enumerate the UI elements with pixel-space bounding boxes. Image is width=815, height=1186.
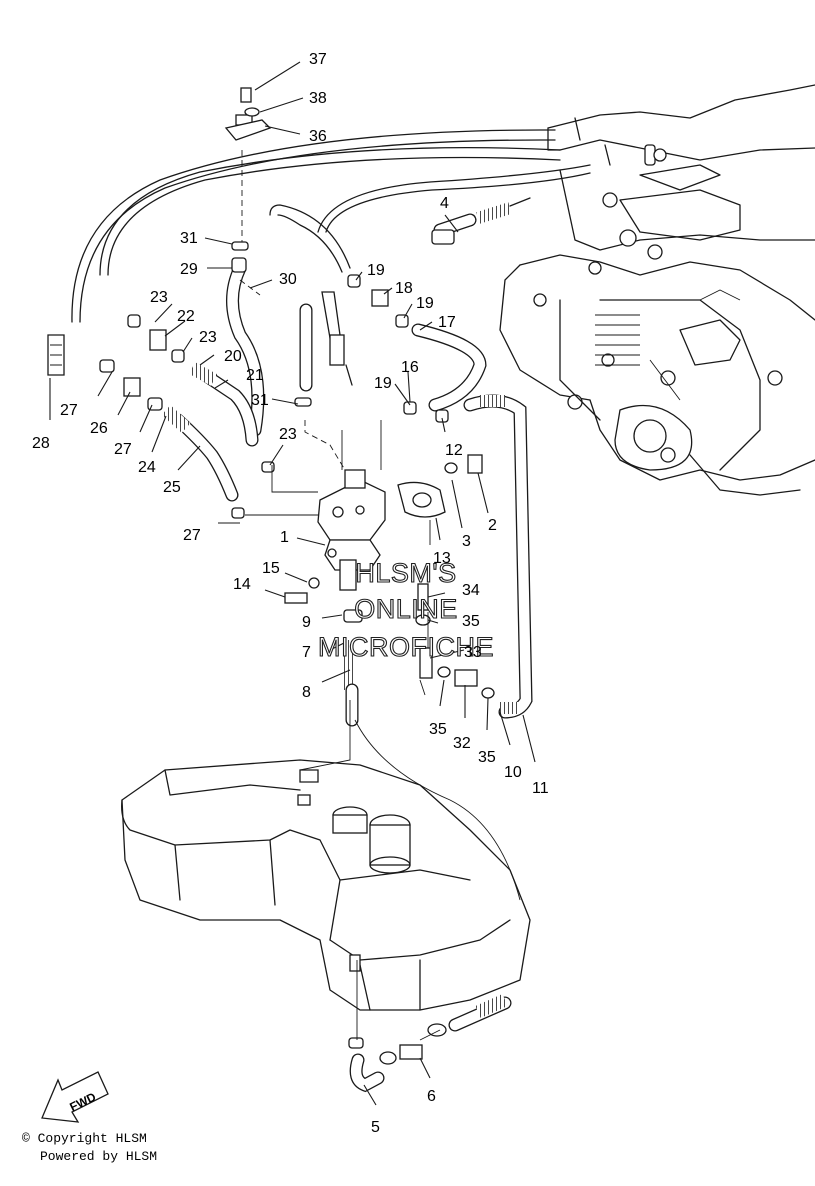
- callout-35b: 35: [429, 721, 447, 738]
- callout-labels: 37 38 36 4 31 29 30 19 18 19 17 23 22 23…: [32, 51, 549, 1136]
- hose-17-16: [411, 323, 487, 412]
- hose-29-30: [226, 257, 313, 437]
- fuel-tank: [121, 759, 531, 1093]
- watermark-line-3: MICROFICHE: [318, 632, 494, 662]
- callout-23c: 23: [279, 426, 297, 443]
- powered-by-text: Powered by HLSM: [40, 1149, 158, 1164]
- callout-13: 13: [433, 550, 451, 567]
- callout-4: 4: [440, 195, 449, 212]
- leader-lines: [49, 61, 536, 1106]
- callout-27b: 27: [114, 441, 132, 458]
- fwd-arrow-icon: FWD: [41, 1071, 109, 1123]
- callout-7: 7: [302, 644, 311, 661]
- callout-3: 3: [462, 533, 471, 550]
- callout-21: 21: [246, 367, 264, 384]
- callout-6: 6: [427, 1088, 436, 1105]
- hose-21-25: [161, 362, 259, 502]
- callout-24: 24: [138, 459, 156, 476]
- callout-34: 34: [462, 582, 480, 599]
- callout-28: 28: [32, 435, 50, 452]
- callout-8: 8: [302, 684, 311, 701]
- callout-27a: 27: [60, 402, 78, 419]
- callout-27c: 27: [183, 527, 201, 544]
- hose-11-long: [463, 394, 533, 719]
- callout-14: 14: [233, 576, 251, 593]
- callout-12: 12: [445, 442, 463, 459]
- callout-2: 2: [488, 517, 497, 534]
- watermark-line-1: HLSM'S: [355, 558, 456, 588]
- callout-16: 16: [401, 359, 419, 376]
- callout-19c: 19: [374, 375, 392, 392]
- callout-1: 1: [280, 529, 289, 546]
- callout-30: 30: [279, 271, 297, 288]
- callout-22: 22: [177, 308, 195, 325]
- callout-15: 15: [262, 560, 280, 577]
- callout-31b: 31: [251, 392, 269, 409]
- callout-9: 9: [302, 614, 311, 631]
- watermark-line-2: ONLINE: [354, 594, 458, 624]
- callout-35c: 35: [478, 749, 496, 766]
- callout-17: 17: [438, 314, 456, 331]
- callout-31a: 31: [180, 230, 198, 247]
- callout-23a: 23: [150, 289, 168, 306]
- watermark: HLSM'S ONLINE MICROFICHE: [317, 557, 494, 662]
- callout-10: 10: [504, 764, 522, 781]
- callout-29: 29: [180, 261, 198, 278]
- callout-26: 26: [90, 420, 108, 437]
- callout-32: 32: [453, 735, 471, 752]
- callout-33: 33: [464, 644, 482, 661]
- callout-5: 5: [371, 1119, 380, 1136]
- callout-37: 37: [309, 51, 327, 68]
- hose-4-upper: [433, 197, 531, 237]
- cooling-fins: [595, 314, 640, 366]
- callout-36: 36: [309, 128, 327, 145]
- callout-25: 25: [163, 479, 181, 496]
- callout-19b: 19: [416, 295, 434, 312]
- vent-hoses: [71, 129, 591, 323]
- copyright-text: © Copyright HLSM: [22, 1131, 147, 1146]
- callout-19a: 19: [367, 262, 385, 279]
- engine-block-outline: [499, 84, 815, 496]
- callout-11: 11: [532, 780, 549, 797]
- callout-38: 38: [309, 90, 327, 107]
- callout-23b: 23: [199, 329, 217, 346]
- callout-20: 20: [224, 348, 242, 365]
- callout-18: 18: [395, 280, 413, 297]
- callout-35a: 35: [462, 613, 480, 630]
